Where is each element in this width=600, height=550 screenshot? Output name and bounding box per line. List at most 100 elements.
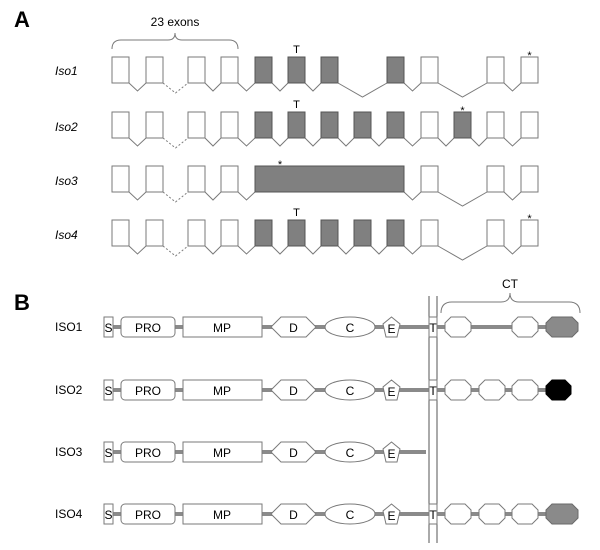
exon (520, 219, 539, 247)
panel-a-letter: A (14, 7, 30, 32)
exon (220, 219, 239, 247)
panel-b-letter: B (14, 290, 30, 315)
intron (403, 82, 422, 92)
protein-label: ISO2 (55, 383, 83, 397)
isoform-label: Iso3 (55, 174, 78, 188)
exon (520, 56, 539, 84)
cysteine-rich-label: C (346, 384, 355, 398)
exon-coding-variable (386, 56, 405, 84)
exon (420, 165, 439, 193)
cysteine-rich-domain (324, 316, 376, 338)
intron (437, 191, 488, 207)
intron (271, 245, 289, 255)
exon (111, 165, 130, 193)
disintegrin-domain (270, 379, 317, 401)
disintegrin-label: D (289, 446, 298, 460)
metalloprotease-domain (182, 503, 263, 525)
metalloprotease-domain (182, 441, 263, 463)
intron (403, 245, 422, 255)
cytoplasmic-tail-motif-white (444, 379, 472, 401)
cytoplasmic-tail-motif-white (511, 316, 539, 338)
disintegrin-domain (270, 316, 317, 338)
transmembrane-domain (428, 503, 438, 525)
egf-like-label: E (387, 509, 395, 523)
transmembrane-domain (428, 316, 438, 338)
intron (437, 245, 488, 261)
metalloprotease-label: MP (213, 321, 231, 335)
exon (486, 56, 505, 84)
intron (403, 137, 422, 147)
exon (145, 219, 164, 247)
transmembrane-label: T (429, 384, 437, 398)
egf-like-domain (382, 379, 401, 401)
exon (111, 219, 130, 247)
intron (204, 245, 222, 255)
cytoplasmic-tail-motif-white (511, 379, 539, 401)
stop-codon-mark: * (527, 213, 532, 225)
intron (204, 137, 222, 147)
pro-domain (120, 316, 176, 338)
exon-coding-variable (453, 111, 472, 139)
pro-domain (120, 441, 176, 463)
intron (370, 137, 388, 147)
exon (187, 219, 206, 247)
exon (187, 111, 206, 139)
egf-like-label: E (387, 385, 395, 399)
egf-like-label: E (387, 447, 395, 461)
signal-peptide-domain (103, 441, 114, 463)
signal-peptide-label: S (104, 321, 112, 335)
cytoplasmic-tail-motif-gray (545, 503, 579, 525)
exon-coding-variable (320, 111, 339, 139)
exon (520, 165, 539, 193)
intron (204, 82, 222, 92)
exon (145, 165, 164, 193)
disintegrin-label: D (289, 321, 298, 335)
signal-peptide-label: S (104, 384, 112, 398)
t-mark: T (293, 99, 300, 111)
exon (220, 165, 239, 193)
disintegrin-label: D (289, 384, 298, 398)
cytoplasmic-tail-motif-white (478, 379, 506, 401)
pro-domain (120, 503, 176, 525)
isoform-label: Iso4 (55, 228, 78, 242)
exon (520, 111, 539, 139)
transmembrane-label: T (429, 508, 437, 522)
cysteine-rich-label: C (346, 446, 355, 460)
egf-like-label: E (387, 322, 395, 336)
pro-domain (120, 379, 176, 401)
egf-like-domain (382, 503, 401, 525)
exon-coding-variable (254, 219, 273, 247)
exon (145, 111, 164, 139)
signal-peptide-label: S (104, 508, 112, 522)
cytoplasmic-tail-motif-white (444, 503, 472, 525)
exon (111, 111, 130, 139)
protein-label: ISO1 (55, 320, 83, 334)
exon (220, 111, 239, 139)
intron (304, 82, 322, 92)
pro-domain-label: PRO (135, 321, 161, 335)
exon-brace (111, 32, 239, 50)
intron (370, 245, 388, 255)
signal-peptide-domain (103, 379, 114, 401)
metalloprotease-label: MP (213, 508, 231, 522)
exon-coding-variable (254, 111, 273, 139)
pro-domain-label: PRO (135, 508, 161, 522)
exon (220, 56, 239, 84)
intron (237, 137, 256, 147)
exon-count-label: 23 exons (151, 15, 200, 29)
signal-peptide-label: S (104, 446, 112, 460)
cysteine-rich-label: C (346, 508, 355, 522)
intron (503, 245, 522, 255)
intron (128, 137, 147, 147)
retained-intron-block (254, 165, 405, 193)
intron (337, 82, 388, 98)
disintegrin-label: D (289, 508, 298, 522)
transmembrane-label: T (429, 321, 437, 335)
protein-label: ISO3 (55, 445, 83, 459)
intron-skipped-exons (162, 137, 189, 149)
